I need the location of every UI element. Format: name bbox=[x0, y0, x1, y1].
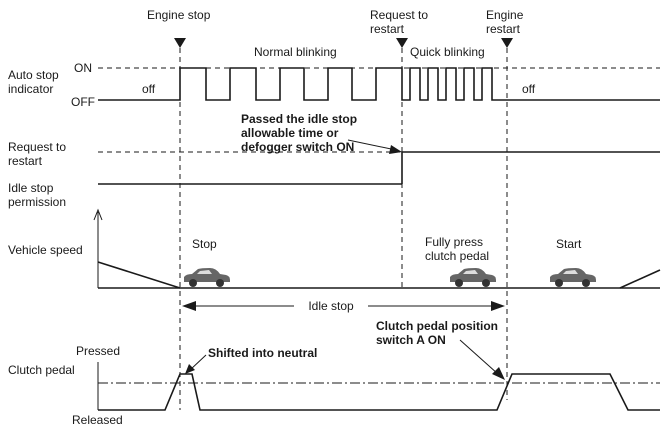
start-label: Start bbox=[556, 237, 582, 251]
speed-decel bbox=[97, 261, 181, 289]
engine-restart-marker-icon bbox=[501, 38, 513, 48]
car-icon-press bbox=[450, 268, 496, 287]
request-note-line1: Passed the idle stop bbox=[241, 112, 357, 126]
indicator-state-after: off bbox=[522, 82, 536, 96]
request-note-line3: defogger switch ON bbox=[241, 140, 354, 154]
request-to-restart-marker-icon bbox=[396, 38, 408, 48]
fully-press-label-line1: Fully press bbox=[425, 235, 483, 249]
auto-stop-label-line2: indicator bbox=[8, 82, 53, 96]
switch-arrowhead-icon bbox=[492, 367, 505, 380]
idle-stop-left-arrow-icon bbox=[182, 301, 196, 311]
request-to-restart-event-label-line1: Request to bbox=[370, 8, 428, 22]
switch-arrow bbox=[459, 339, 499, 375]
permission-label-line2: permission bbox=[8, 195, 66, 209]
request-signal bbox=[401, 151, 660, 184]
request-note-arrowhead-icon bbox=[389, 145, 402, 154]
engine-stop-marker-icon bbox=[174, 38, 186, 48]
engine-restart-label-line2: restart bbox=[486, 22, 521, 36]
request-note-arrow bbox=[347, 139, 397, 151]
auto-stop-label-line1: Auto stop bbox=[8, 68, 59, 82]
idle-stop-right-arrow-icon bbox=[491, 301, 505, 311]
request-row-label-line1: Request to bbox=[8, 140, 66, 154]
switch-note-line2: switch A ON bbox=[376, 333, 446, 347]
request-row-label-line2: restart bbox=[8, 154, 43, 168]
switch-note-line1: Clutch pedal position bbox=[376, 319, 498, 333]
fully-press-label-line2: clutch pedal bbox=[425, 249, 489, 263]
idle-stop-label: Idle stop bbox=[308, 299, 354, 313]
permission-label-line1: Idle stop bbox=[8, 181, 54, 195]
clutch-pedal-label: Clutch pedal bbox=[8, 363, 75, 377]
released-label: Released bbox=[72, 413, 123, 427]
quick-blinking-label: Quick blinking bbox=[410, 45, 485, 59]
indicator-signal bbox=[98, 67, 660, 101]
clutch-signal bbox=[98, 373, 660, 411]
stop-label: Stop bbox=[192, 237, 217, 251]
vehicle-speed-label: Vehicle speed bbox=[8, 243, 83, 257]
shifted-neutral-label: Shifted into neutral bbox=[208, 346, 317, 360]
car-icon-stop bbox=[184, 268, 230, 287]
request-to-restart-event-label-line2: restart bbox=[370, 22, 405, 36]
shifted-arrow bbox=[189, 354, 207, 371]
pressed-label: Pressed bbox=[76, 344, 120, 358]
engine-stop-label: Engine stop bbox=[147, 8, 211, 22]
idle-stop-label-bg bbox=[294, 298, 368, 314]
speed-accel bbox=[619, 269, 661, 289]
engine-restart-label-line1: Engine bbox=[486, 8, 524, 22]
speed-axis-arrow-icon bbox=[93, 208, 103, 221]
request-note-line2: allowable time or bbox=[241, 126, 339, 140]
indicator-on-label: ON bbox=[74, 61, 92, 75]
indicator-off-label: OFF bbox=[71, 95, 95, 109]
indicator-state-before: off bbox=[142, 82, 156, 96]
car-icon-start bbox=[550, 268, 596, 287]
shifted-arrowhead-icon bbox=[185, 364, 195, 374]
normal-blinking-label: Normal blinking bbox=[254, 45, 337, 59]
